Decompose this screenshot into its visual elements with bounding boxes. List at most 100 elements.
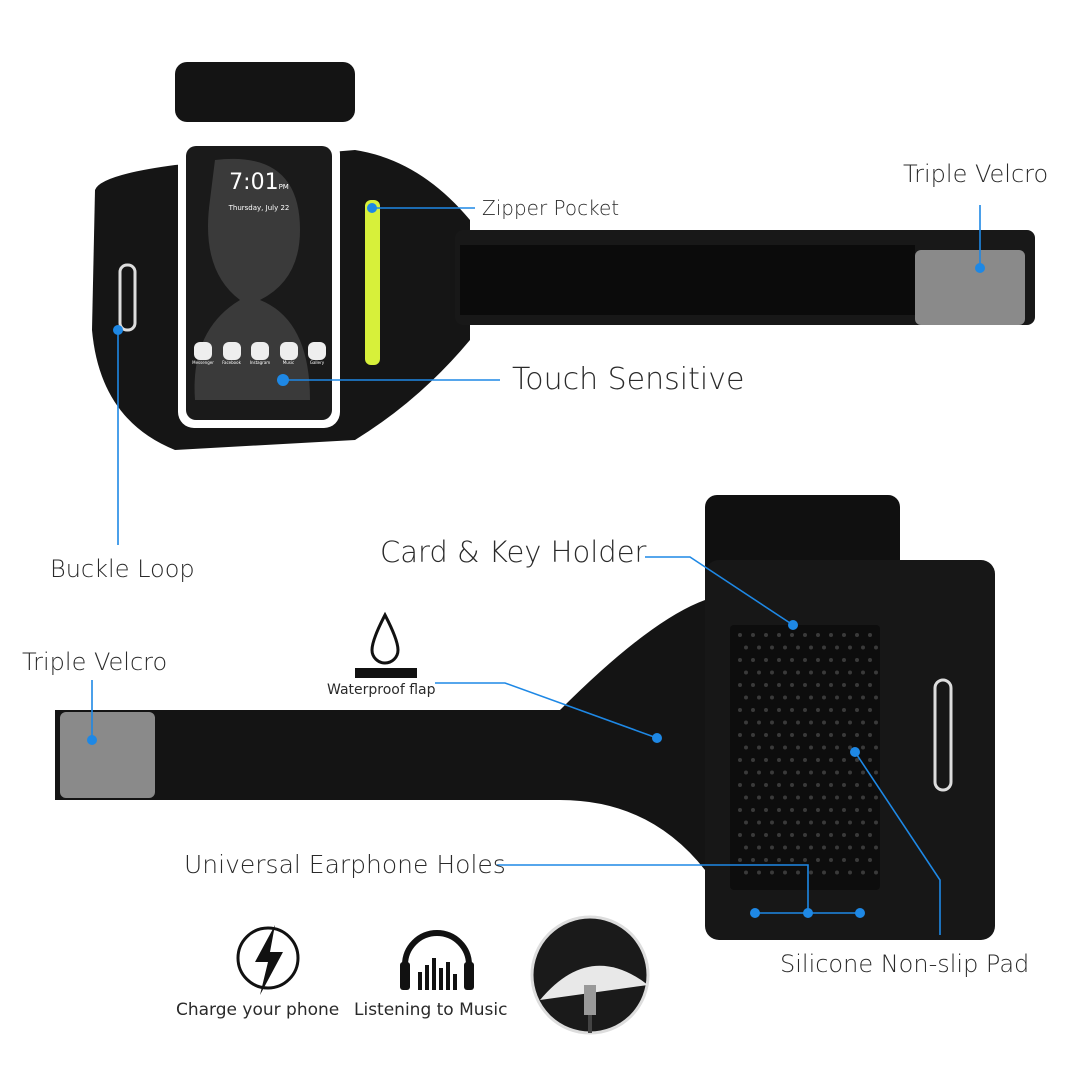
silicone-dot — [855, 658, 859, 662]
silicone-dot — [744, 845, 748, 850]
silicone-dot — [803, 658, 807, 662]
silicone-dot — [874, 770, 878, 775]
silicone-dot — [848, 795, 852, 800]
silicone-dot — [796, 670, 800, 675]
silicone-dot — [816, 733, 820, 737]
silicone-dot — [861, 645, 865, 650]
silicone-dot — [848, 845, 852, 850]
silicone-dot — [803, 858, 807, 862]
silicone-dot — [803, 758, 807, 762]
silicone-dot — [751, 658, 755, 662]
silicone-dot — [861, 820, 865, 825]
silicone-dot — [803, 708, 807, 712]
silicone-dot — [816, 708, 820, 712]
silicone-dot — [874, 845, 878, 850]
silicone-dot — [809, 695, 813, 700]
silicone-dot — [816, 633, 820, 637]
silicone-dot — [855, 858, 859, 862]
silicone-dot — [777, 733, 781, 737]
silicone-dot — [816, 783, 820, 787]
silicone-dot — [835, 820, 839, 825]
silicone-dot — [764, 658, 768, 662]
silicone-dot — [777, 858, 781, 862]
silicone-dot — [842, 658, 846, 662]
silicone-dot — [829, 808, 833, 812]
silicone-dot — [848, 770, 852, 775]
silicone-dot — [874, 720, 878, 725]
silicone-dot — [770, 695, 774, 700]
silicone-dot — [757, 845, 761, 850]
silicone-dot — [796, 820, 800, 825]
silicone-dot — [861, 795, 865, 800]
waterproof-icon — [355, 611, 417, 678]
silicone-dot — [764, 833, 768, 837]
silicone-dot — [822, 720, 826, 725]
silicone-dot — [783, 820, 787, 825]
silicone-dot — [744, 745, 748, 750]
silicone-dot — [816, 658, 820, 662]
silicone-dot — [783, 745, 787, 750]
silicone-dot — [816, 808, 820, 812]
silicone-dot — [796, 745, 800, 750]
silicone-dot — [796, 845, 800, 850]
silicone-dot — [835, 720, 839, 725]
silicone-dot — [757, 695, 761, 700]
silicone-dot — [777, 708, 781, 712]
silicone-dot — [874, 745, 878, 750]
silicone-dot — [770, 745, 774, 750]
silicone-dot — [790, 733, 794, 737]
silicone-dot — [842, 708, 846, 712]
charging-cable-icon — [530, 915, 650, 1035]
label-triple-velcro-top: Triple Velcro — [903, 160, 1049, 188]
silicone-dot — [764, 808, 768, 812]
silicone-dot — [855, 733, 859, 737]
silicone-dot — [777, 783, 781, 787]
app-facebook: Facebook — [219, 342, 245, 365]
label-earphone-holes: Universal Earphone Holes — [184, 850, 506, 879]
silicone-dot — [744, 770, 748, 775]
silicone-dot — [744, 645, 748, 650]
silicone-dot — [738, 658, 742, 662]
silicone-dot — [757, 645, 761, 650]
silicone-dot — [790, 808, 794, 812]
zipper — [365, 200, 380, 365]
silicone-dot — [777, 633, 781, 637]
silicone-dot — [764, 708, 768, 712]
silicone-dot — [790, 658, 794, 662]
label-triple-velcro-bottom: Triple Velcro — [22, 648, 168, 676]
silicone-dot — [738, 733, 742, 737]
silicone-dot — [816, 858, 820, 862]
silicone-dot — [770, 645, 774, 650]
silicone-dot — [777, 758, 781, 762]
silicone-dot — [829, 683, 833, 687]
silicone-dot — [848, 720, 852, 725]
buckle-loop — [118, 263, 137, 332]
silicone-dot — [848, 745, 852, 750]
silicone-dot — [868, 858, 872, 862]
silicone-dot — [803, 683, 807, 687]
silicone-dot — [829, 833, 833, 837]
back-armband — [55, 495, 995, 940]
phone-date: Thursday, July 22 — [228, 204, 290, 212]
silicone-dot — [835, 870, 839, 875]
silicone-dot — [744, 820, 748, 825]
silicone-dot — [790, 758, 794, 762]
silicone-dot — [822, 845, 826, 850]
silicone-dot — [770, 820, 774, 825]
silicone-dot — [868, 758, 872, 762]
silicone-dot — [874, 695, 878, 700]
silicone-dot — [770, 845, 774, 850]
silicone-dot — [738, 683, 742, 687]
silicone-dot — [757, 670, 761, 675]
silicone-dot — [842, 683, 846, 687]
silicone-dot — [842, 633, 846, 637]
silicone-dot — [842, 833, 846, 837]
silicone-dot — [835, 845, 839, 850]
silicone-dot — [770, 795, 774, 800]
silicone-dot — [777, 658, 781, 662]
silicone-dot — [744, 795, 748, 800]
silicone-dot — [874, 670, 878, 675]
silicone-dot — [803, 633, 807, 637]
label-buckle-loop: Buckle Loop — [50, 555, 195, 583]
